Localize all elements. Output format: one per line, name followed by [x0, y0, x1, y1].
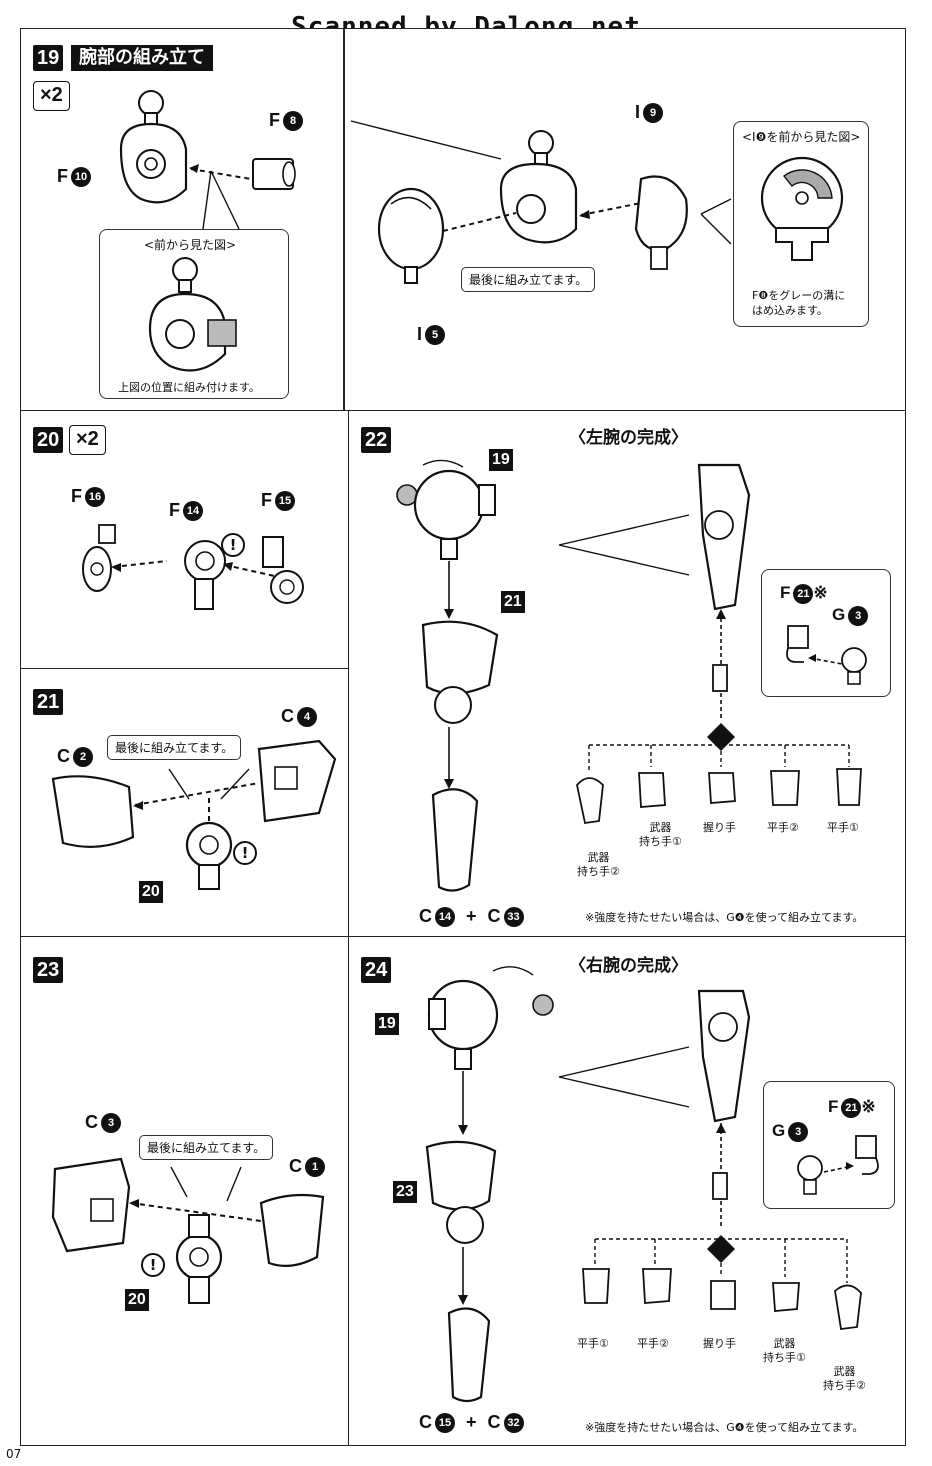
step-21-warning-icon: !: [233, 841, 257, 865]
step-20-drawing: [82, 524, 304, 610]
step-19-exploded-drawing: [350, 120, 732, 284]
step-21-number: 21: [33, 689, 64, 715]
step-19-left-drawing: [119, 90, 296, 204]
left-hand-label-2: 武器 持ち手①: [639, 821, 682, 848]
step-24-arm-drawing: [425, 966, 554, 1403]
step-21-drawing: [51, 739, 337, 890]
left-arm-drawing: [558, 463, 862, 825]
front-view-leader: [202, 170, 240, 230]
right-hand-label-4: 武器 持ち手①: [763, 1337, 806, 1364]
step-23-warning-icon: !: [141, 1253, 165, 1277]
front-view-title: <前から見た図>: [144, 238, 237, 252]
right-arm-detail-drawing: [797, 1135, 879, 1195]
i9-front-view-title: <I❾を前から見た図>: [742, 130, 861, 144]
right-arm-drawing: [558, 989, 862, 1331]
left-hand-label-5: 平手①: [827, 821, 859, 834]
step-21-assemble-last-label: 最後に組み立てます。: [107, 735, 242, 760]
step-19-title: 腕部の組み立て: [71, 45, 213, 71]
i9-front-view-caption-2: はめ込みます。: [752, 304, 828, 317]
left-hand-label-4: 平手②: [767, 821, 799, 834]
left-arm-detail-drawing: [786, 625, 867, 685]
step-19-divider: [343, 29, 345, 411]
step-19-number: 19: [33, 45, 64, 71]
right-hand-label-1: 平手①: [577, 1337, 609, 1350]
step-19-assemble-last-label: 最後に組み立てます。: [461, 267, 596, 292]
step-22-number: 22: [361, 427, 392, 453]
step-23-ref-20: 20: [125, 1289, 149, 1311]
front-view-box: <前から見た図> 上図の位置に組み付けます。: [99, 229, 289, 399]
left-hand-label-3: 握り手: [703, 821, 736, 834]
i9-front-view-caption-1: F❽をグレーの溝に: [752, 289, 846, 302]
step-20-warning-icon: !: [221, 533, 245, 557]
step-24-number: 24: [361, 957, 392, 983]
step-20-quantity: ×2: [69, 425, 106, 455]
step-19-quantity: ×2: [33, 81, 70, 111]
step-24-ref-19: 19: [375, 1013, 399, 1035]
right-hand-label-2: 平手②: [637, 1337, 669, 1350]
step-22-ref-21: 21: [501, 591, 525, 613]
front-view-drawing: [148, 257, 237, 372]
right-arm-footnote: ※強度を持たせたい場合は、G❹を使って組み立てます。: [585, 1421, 864, 1434]
left-arm-complete-title: 〈左腕の完成〉: [569, 428, 688, 448]
i9-front-view-drawing: [760, 156, 844, 261]
step-22-ref-19: 19: [489, 449, 513, 471]
left-hand-label-1: 武器 持ち手②: [577, 851, 620, 878]
step-23-drawing: [51, 1157, 325, 1304]
step-20-number: 20: [33, 427, 64, 453]
step-23-number: 23: [33, 957, 64, 983]
step-23-assemble-last-label: 最後に組み立てます。: [139, 1135, 274, 1160]
step-21-ref-20: 20: [139, 881, 163, 903]
right-hand-label-5: 武器 持ち手②: [823, 1365, 866, 1392]
page-number: 07: [6, 1447, 22, 1461]
right-hand-label-3: 握り手: [703, 1337, 736, 1350]
i9-front-view-box: <I❾を前から見た図> F❽をグレーの溝に はめ込みます。: [733, 121, 869, 327]
right-arm-complete-title: 〈右腕の完成〉: [569, 956, 688, 976]
step-24-ref-23: 23: [393, 1181, 417, 1203]
left-arm-footnote: ※強度を持たせたい場合は、G❹を使って組み立てます。: [585, 911, 864, 924]
front-view-caption: 上図の位置に組み付けます。: [118, 381, 260, 394]
step-22-arm-drawing: [396, 459, 499, 892]
